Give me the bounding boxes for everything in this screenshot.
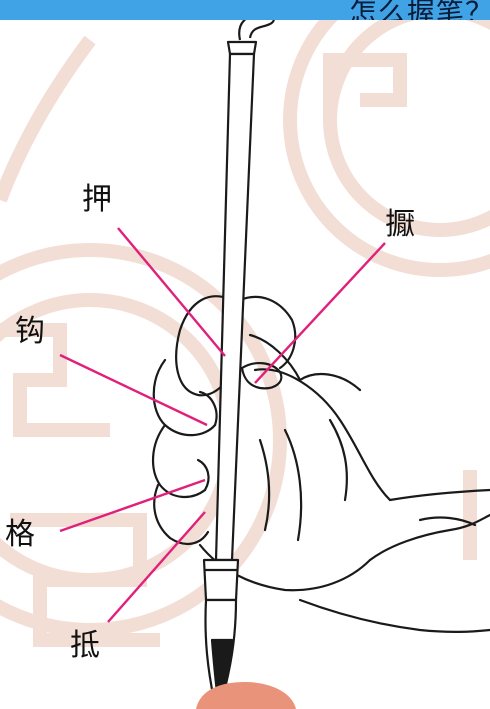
header-bar: 怎么握笔？ xyxy=(0,0,490,20)
leader-line-e xyxy=(254,242,386,384)
hand-drawing xyxy=(151,295,490,633)
label-ya: 押 xyxy=(82,182,112,217)
leader-line-di xyxy=(107,511,206,623)
label-di: 抵 xyxy=(70,628,100,663)
label-gou: 钩 xyxy=(15,314,45,349)
diagram-area: 押 擫 钩 格 抵 xyxy=(0,20,490,709)
label-e: 擫 xyxy=(385,207,415,242)
leader-lines xyxy=(59,227,386,623)
label-ge: 格 xyxy=(5,517,35,552)
background-pattern xyxy=(0,20,490,647)
page-title: 怎么握笔？ xyxy=(348,0,490,20)
leader-line-ge xyxy=(59,478,206,533)
brush-grip-illustration xyxy=(0,20,490,709)
leader-line-ya xyxy=(117,227,226,357)
brush-drawing xyxy=(202,20,275,702)
thumb-tip-shape xyxy=(196,682,296,709)
leader-line-gou xyxy=(59,353,208,427)
